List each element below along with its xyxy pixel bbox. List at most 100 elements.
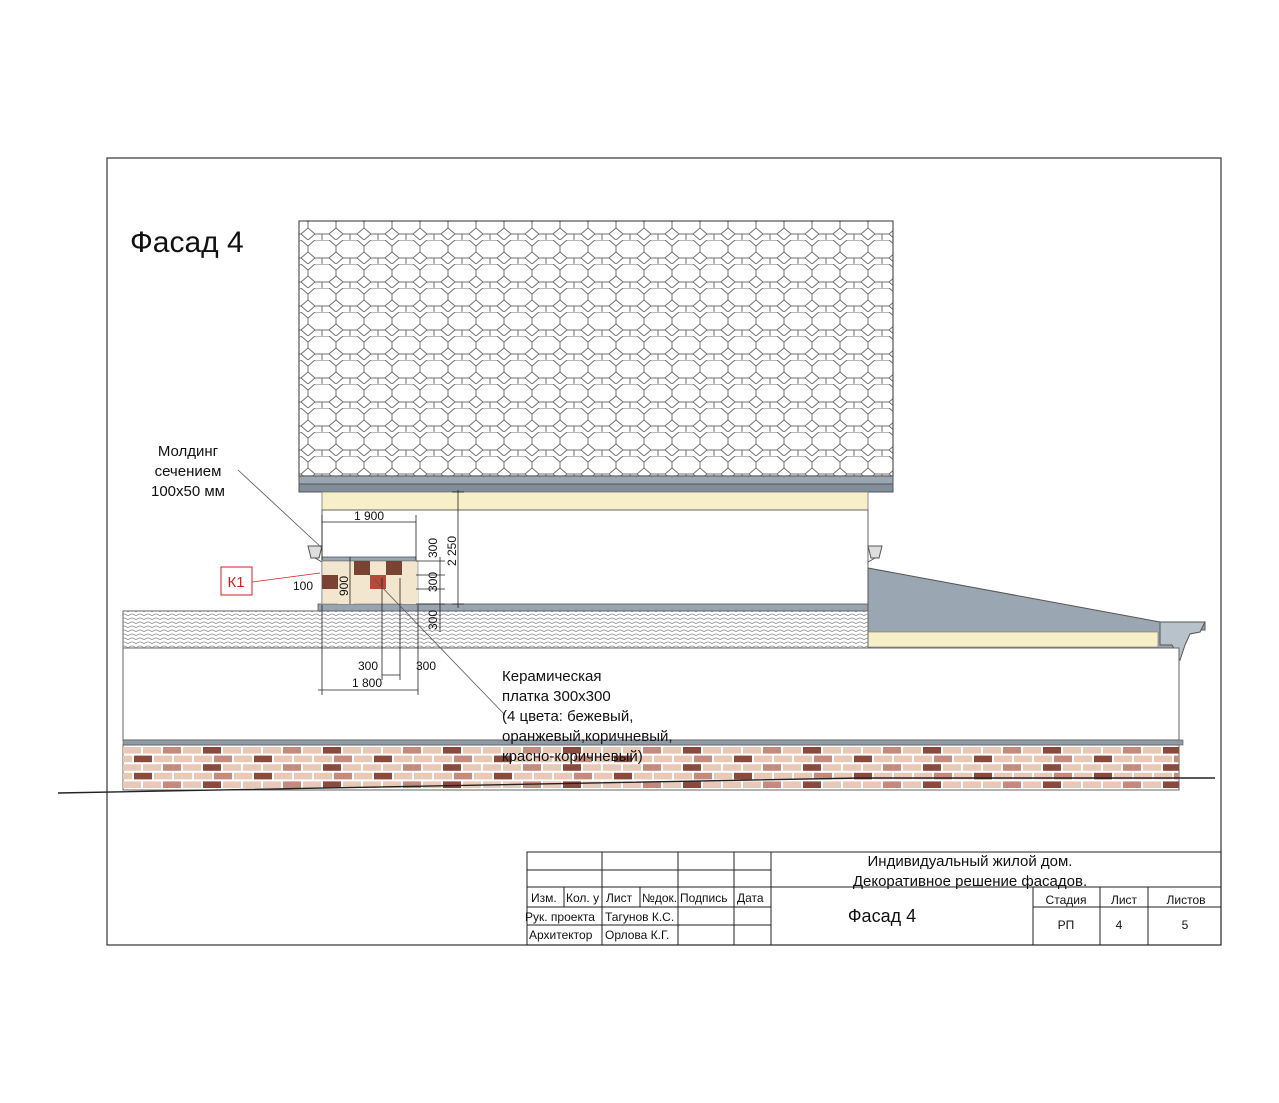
plinth-brick	[574, 755, 592, 763]
plinth-brick	[394, 772, 412, 780]
roof-fascia	[321, 491, 869, 511]
plinth-brick	[423, 747, 441, 754]
plinth-brick	[203, 764, 221, 771]
molding-note: Молдинг сечением 100х50 мм	[151, 443, 225, 500]
plinth-brick	[143, 764, 161, 771]
plinth-brick	[803, 764, 821, 771]
plinth-brick	[634, 755, 652, 763]
plinth-brick	[674, 772, 692, 780]
plinth-brick	[703, 764, 721, 771]
plinth-brick	[783, 764, 801, 771]
header-kol: Кол. у	[566, 891, 599, 905]
plinth-brick	[963, 747, 981, 754]
plinth-brick	[154, 772, 172, 780]
plinth-brick	[534, 755, 552, 763]
svg-text:оранжевый,коричневый,: оранжевый,коричневый,	[502, 728, 673, 745]
plinth-brick	[1143, 781, 1161, 788]
plinth-brick	[703, 781, 721, 788]
plinth-brick	[983, 747, 1001, 754]
plinth-brick	[523, 764, 541, 771]
plinth-brick	[714, 755, 732, 763]
plinth-brick	[274, 755, 292, 763]
plinth-brick	[554, 755, 572, 763]
plinth-brick	[623, 747, 641, 754]
k1-marker: К1	[220, 566, 253, 596]
plinth-brick	[983, 781, 1001, 788]
plinth-brick	[1154, 755, 1172, 763]
plinth-brick	[543, 764, 561, 771]
header-data: Дата	[737, 891, 764, 905]
plinth-brick	[594, 772, 612, 780]
plinth-brick	[1023, 747, 1041, 754]
plinth-brick	[883, 747, 901, 754]
plinth-brick	[1163, 781, 1179, 788]
plinth-brick	[543, 747, 561, 754]
ground-line	[57, 777, 1215, 794]
role-head: Рук. проекта	[525, 910, 595, 924]
plinth-brick	[403, 764, 421, 771]
plinth-brick	[923, 747, 941, 754]
plinth-brick	[283, 781, 301, 788]
plinth-brick	[423, 764, 441, 771]
plinth-brick	[234, 755, 252, 763]
plinth-brick	[774, 772, 792, 780]
plinth-brick	[983, 764, 1001, 771]
plinth-brick	[734, 755, 752, 763]
sheet-value: 4	[1116, 918, 1123, 932]
plinth-brick	[194, 755, 212, 763]
upper-cornice	[317, 603, 869, 612]
plinth-brick	[663, 781, 681, 788]
plinth-brick	[854, 772, 872, 780]
plinth-brick	[454, 772, 472, 780]
wall-lamp-right	[867, 545, 883, 563]
plinth-brick	[134, 755, 152, 763]
plinth-brick	[534, 772, 552, 780]
plinth-brick	[903, 747, 921, 754]
plinth-brick	[1163, 764, 1179, 771]
plinth-brick	[443, 764, 461, 771]
ceramic-note: Керамическая платка 300х300 (4 цвета: бе…	[502, 668, 673, 765]
sheets-label: Листов	[1167, 893, 1206, 907]
plinth-brick	[554, 772, 572, 780]
project-title-line2: Декоративное решение фасадов.	[853, 873, 1087, 890]
plinth-brick	[1014, 755, 1032, 763]
plinth-brick	[483, 764, 501, 771]
title-block-text: Индивидуальный жилой дом. Декоративное р…	[525, 853, 1206, 942]
plinth-brick	[814, 772, 832, 780]
main-roof	[298, 220, 894, 493]
plinth-brick	[1143, 764, 1161, 771]
plinth-brick	[1154, 772, 1172, 780]
plinth-brick	[874, 772, 892, 780]
plinth-brick	[1063, 747, 1081, 754]
plinth-brick	[134, 772, 152, 780]
plinth-brick	[214, 755, 232, 763]
dim-side-offset: 100	[293, 579, 313, 593]
plinth-brick	[354, 755, 372, 763]
plinth-brick	[1043, 764, 1061, 771]
plinth-brick	[243, 747, 261, 754]
plinth-brick	[323, 747, 341, 754]
plinth-brick	[583, 764, 601, 771]
plinth-brick	[383, 747, 401, 754]
plinth-brick	[323, 781, 341, 788]
plinth-brick	[1134, 755, 1152, 763]
plinth-brick	[763, 747, 781, 754]
brick-plinth	[122, 744, 1180, 791]
plinth-brick	[894, 772, 912, 780]
plinth-brick	[834, 755, 852, 763]
plinth-brick	[403, 747, 421, 754]
plinth-brick	[314, 755, 332, 763]
plinth-brick	[894, 755, 912, 763]
plinth-brick	[723, 764, 741, 771]
plinth-brick	[1114, 772, 1132, 780]
plinth-brick	[654, 772, 672, 780]
dimension-lines	[237, 469, 506, 716]
plinth-brick	[143, 781, 161, 788]
plinth-brick	[543, 781, 561, 788]
plinth-brick	[1123, 781, 1141, 788]
plinth-brick	[174, 772, 192, 780]
svg-text:Керамическая: Керамическая	[502, 668, 601, 685]
dim-300-mid: 300	[426, 572, 440, 592]
role-architect-name: Орлова К.Г.	[605, 928, 669, 942]
plinth-brick	[234, 772, 252, 780]
